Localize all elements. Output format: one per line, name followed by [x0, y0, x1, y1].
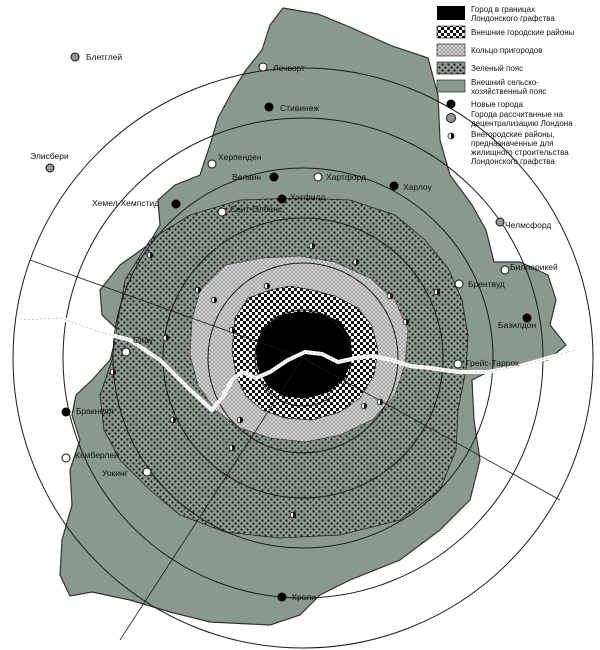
town-slough: Слау: [121, 335, 154, 357]
legend-item-new-towns: Новые города: [446, 99, 523, 109]
svg-text:Хемел-Хемпстид: Хемел-Хемпстид: [92, 198, 159, 208]
town-grays-thurrock: Грейс-Таррок: [453, 358, 519, 369]
svg-text:хозяйственный пояс: хозяйственный пояс: [471, 87, 546, 96]
housing-marker: [433, 288, 441, 296]
town-crawley: Кроли: [277, 592, 316, 602]
svg-text:Уокинг: Уокинг: [102, 468, 128, 478]
svg-text:Брентвуд: Брентвуд: [468, 279, 505, 289]
legend: Город в границах Лондонского графства Вн…: [436, 5, 575, 166]
housing-marker: [386, 292, 394, 300]
town-chelmsford: Челмсфорд: [495, 217, 551, 230]
svg-text:предназначенные для: предназначенные для: [471, 139, 553, 148]
svg-text:Город в границах: Город в границах: [471, 5, 535, 14]
housing-marker: [162, 334, 170, 342]
legend-item-housing-districts: Внегородские районы, предназначенные для…: [447, 130, 569, 166]
svg-text:жилищного строительства: жилищного строительства: [471, 148, 569, 157]
town-harpenden: Херпенден: [207, 152, 262, 169]
housing-marker: [228, 444, 236, 452]
housing-marker: [210, 296, 218, 304]
svg-text:Биллерикей: Биллерикей: [510, 262, 558, 272]
svg-text:Кемберлей: Кемберлей: [75, 450, 119, 460]
housing-marker: [263, 282, 271, 290]
town-woking: Уокинг: [102, 467, 152, 478]
housing-district-markers: [109, 242, 441, 519]
housing-marker: [169, 416, 177, 424]
legend-item-suburban-ring: Кольцо пригородов: [436, 43, 542, 57]
housing-marker: [402, 318, 410, 326]
svg-text:Херпенден: Херпенден: [218, 152, 262, 162]
town-welwyn: Велвин: [232, 172, 279, 182]
svg-text:Зеленый пояс: Зеленый пояс: [471, 64, 523, 73]
svg-text:Хэтфилд: Хэтфилд: [290, 192, 325, 202]
housing-marker: [360, 402, 368, 410]
svg-text:Кроли: Кроли: [292, 592, 316, 602]
svg-text:Грейс-Таррок: Грейс-Таррок: [466, 358, 519, 368]
legend-item-green-belt: Зеленый пояс: [436, 61, 523, 75]
housing-marker: [352, 258, 360, 266]
town-hatfield: Хэтфилд: [277, 192, 325, 204]
housing-marker: [308, 242, 316, 250]
towns: Блетглей Лечворт Стивинеж Элисбери Херпе…: [30, 52, 558, 602]
legend-item-outer-urban: Внешние городские районы: [436, 25, 575, 39]
svg-text:Лондонского графства: Лондонского графства: [471, 157, 555, 166]
svg-text:децентрализацию Лондона: децентрализацию Лондона: [471, 119, 573, 128]
svg-text:Стивинеж: Стивинеж: [280, 103, 319, 113]
town-harlow: Харлоу: [389, 181, 433, 192]
legend-item-agricultural-belt: Внешний сельско- хозяйственный пояс: [436, 78, 546, 96]
town-hemel-hempstead: Хемел-Хемпстид: [92, 198, 181, 209]
svg-text:Новые города: Новые города: [471, 100, 523, 109]
town-stevenage: Стивинеж: [264, 102, 319, 113]
housing-marker: [236, 416, 244, 424]
svg-text:Внегородские районы,: Внегородские районы,: [471, 130, 555, 139]
svg-text:Велвин: Велвин: [232, 172, 261, 182]
svg-text:Слау: Слау: [133, 335, 154, 345]
town-hertford: Хартфорд: [313, 172, 366, 182]
town-brentwood: Брентвуд: [454, 279, 505, 289]
town-bletchley: Блетглей: [70, 52, 122, 62]
housing-marker: [109, 368, 117, 376]
town-letchworth: Лечворт: [258, 62, 305, 73]
housing-marker: [146, 251, 154, 259]
housing-marker: [289, 511, 297, 519]
svg-text:Лечворт: Лечворт: [273, 63, 305, 73]
svg-text:Челмсфорд: Челмсфорд: [505, 220, 551, 230]
svg-text:Хартфорд: Хартфорд: [326, 172, 366, 182]
legend-item-county: Город в границах Лондонского графства: [437, 5, 555, 23]
housing-marker: [228, 326, 236, 334]
town-camberley: Кемберлей: [61, 450, 119, 463]
svg-text:Базилдон: Базилдон: [498, 320, 537, 330]
town-st-albans: Сент-Олбанс: [217, 204, 283, 217]
town-billericay: Биллерикей: [500, 262, 558, 275]
svg-text:Бракнелл: Бракнелл: [76, 406, 114, 416]
legend-item-decentralisation-towns: Города рассчитанные на децентрализацию Л…: [446, 110, 573, 128]
svg-text:Внешние городские районы: Внешние городские районы: [471, 28, 575, 37]
svg-text:Блетглей: Блетглей: [86, 52, 122, 62]
town-bracknell: Бракнелл: [61, 406, 114, 417]
town-aylesbury: Элисбери: [30, 151, 69, 173]
radial-lines: [29, 259, 561, 641]
town-basildon: Базилдон: [498, 313, 537, 330]
svg-text:Города рассчитанные на: Города рассчитанные на: [471, 110, 563, 119]
svg-text:Сент-Олбанс: Сент-Олбанс: [230, 204, 283, 214]
housing-marker: [376, 398, 384, 406]
svg-text:Элисбери: Элисбери: [30, 151, 69, 161]
svg-text:Лондонского графства: Лондонского графства: [471, 14, 555, 23]
svg-text:Внешний сельско-: Внешний сельско-: [471, 78, 539, 87]
svg-text:Кольцо пригородов: Кольцо пригородов: [471, 46, 542, 55]
housing-marker: [194, 286, 202, 294]
svg-text:Харлоу: Харлоу: [403, 182, 433, 192]
